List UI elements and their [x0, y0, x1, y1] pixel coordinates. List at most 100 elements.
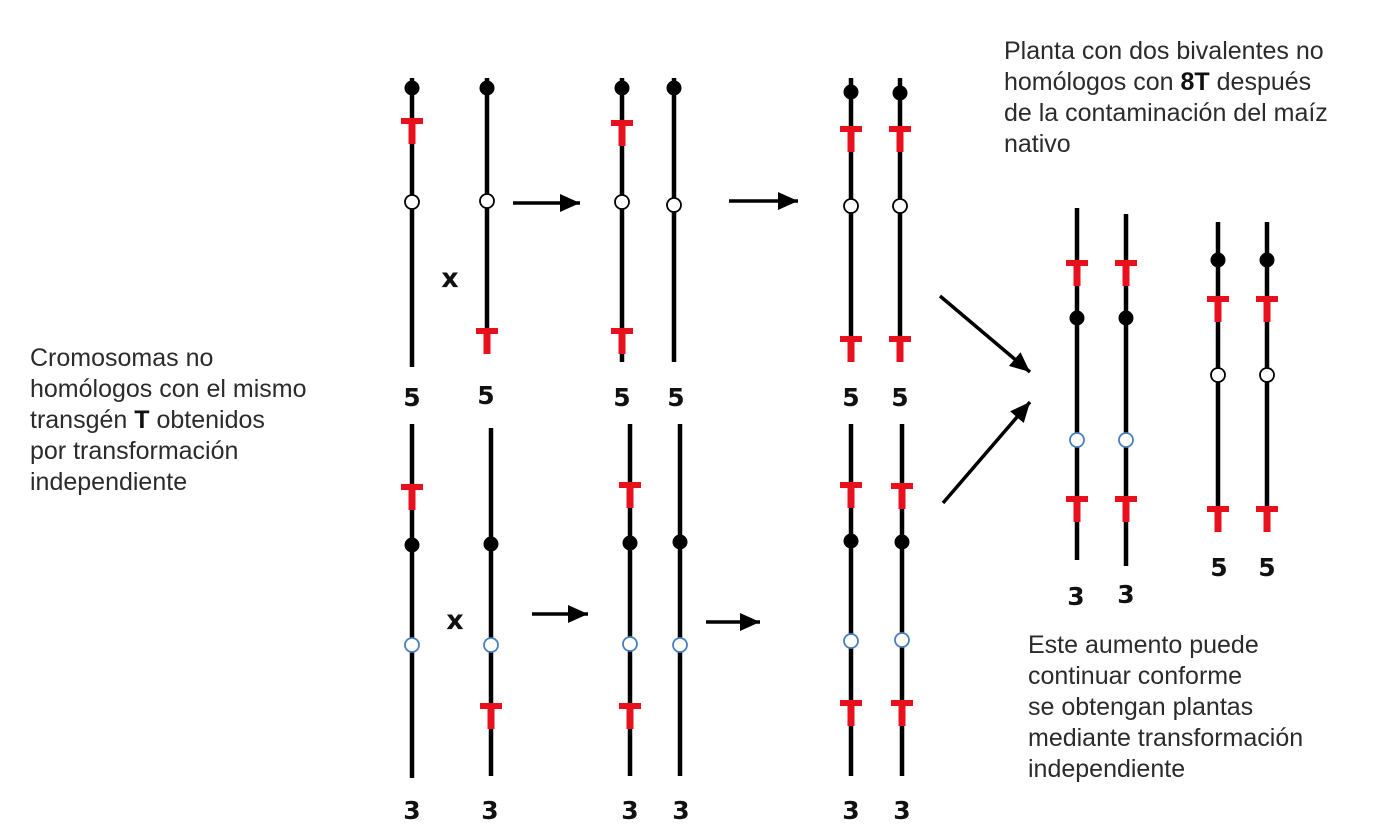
arrow-head-icon — [1008, 352, 1030, 372]
chromosome-number-label: 5 — [1210, 553, 1227, 582]
t-marker-icon — [1256, 506, 1278, 532]
text-line: por transformación — [30, 437, 239, 465]
chromosome-number-label: 3 — [481, 796, 498, 825]
t-marker-icon — [889, 336, 911, 362]
open-circle-icon — [404, 637, 420, 653]
filled-circle-icon — [479, 80, 495, 96]
chromosome-number-label: 5 — [613, 383, 630, 412]
chromosome-number-label: 3 — [672, 796, 689, 825]
t-marker-icon — [1066, 260, 1088, 286]
t-marker-icon — [611, 328, 633, 354]
filled-circle-icon — [1259, 252, 1275, 268]
open-circle-icon — [404, 194, 420, 210]
chromosome-number-label: 5 — [842, 383, 859, 412]
open-circle-icon — [892, 198, 908, 214]
chromosome-number-label: 5 — [667, 383, 684, 412]
arrow-head-icon — [560, 194, 580, 212]
text-span: obtenidos — [149, 406, 265, 434]
cross-symbol: x — [446, 605, 463, 636]
open-circle-icon — [1210, 367, 1226, 383]
t-marker-icon — [891, 483, 913, 509]
chromosome-number-label: 3 — [403, 796, 420, 825]
filled-circle-icon — [892, 85, 908, 101]
text-span: transgén — [30, 406, 135, 434]
text-line: Este aumento puede — [1028, 631, 1259, 659]
open-circle-icon — [483, 637, 499, 653]
text-line: independiente — [1028, 755, 1186, 783]
open-circle-icon — [479, 193, 495, 209]
filled-circle-icon — [1118, 310, 1134, 326]
open-circle-icon — [1259, 367, 1275, 383]
filled-circle-icon — [843, 533, 859, 549]
t-marker-icon — [480, 703, 502, 729]
t-marker-icon — [611, 120, 633, 146]
text-line: Cromosomas no — [30, 344, 214, 372]
open-circle-icon — [614, 194, 630, 210]
filled-circle-icon — [404, 80, 420, 96]
text-span: homólogos con — [1004, 68, 1181, 96]
text-line: homólogos con 8T después — [1004, 67, 1328, 98]
t-marker-icon — [476, 328, 498, 354]
filled-circle-icon — [404, 537, 420, 553]
t-marker-icon — [1256, 296, 1278, 322]
filled-circle-icon — [622, 535, 638, 551]
t-marker-icon — [619, 482, 641, 508]
open-circle-icon — [1118, 432, 1134, 448]
text-line: independiente — [30, 468, 188, 496]
text-line: Planta con dos bivalentes no — [1004, 37, 1324, 65]
text-line: transgén T obtenidos — [30, 405, 307, 436]
t-marker-icon — [840, 126, 862, 152]
t-marker-icon — [891, 700, 913, 726]
filled-circle-icon — [614, 80, 630, 96]
open-circle-icon — [1069, 432, 1085, 448]
filled-circle-icon — [1210, 252, 1226, 268]
filled-circle-icon — [666, 80, 682, 96]
filled-circle-icon — [483, 536, 499, 552]
bold-term: T — [134, 406, 150, 434]
chromosome-number-label: 3 — [893, 796, 910, 825]
t-marker-icon — [1207, 296, 1229, 322]
chromosome-number-label: 3 — [1067, 582, 1084, 611]
t-marker-icon — [1115, 260, 1137, 286]
filled-circle-icon — [672, 534, 688, 550]
filled-circle-icon — [1069, 310, 1085, 326]
text-line: homólogos con el mismo — [30, 375, 307, 403]
arrow-head-icon — [1010, 402, 1030, 424]
open-circle-icon — [672, 637, 688, 653]
filled-circle-icon — [894, 534, 910, 550]
cross-symbol: x — [441, 263, 458, 294]
chromosome-number-label: 3 — [842, 796, 859, 825]
open-circle-icon — [843, 633, 859, 649]
open-circle-icon — [622, 636, 638, 652]
chromosome-number-label: 5 — [891, 383, 908, 412]
t-marker-icon — [619, 703, 641, 729]
open-circle-icon — [894, 632, 910, 648]
chromosome-number-label: 3 — [621, 796, 638, 825]
chromosome-number-label: 5 — [477, 381, 494, 410]
t-marker-icon — [1207, 506, 1229, 532]
bold-term: 8T — [1180, 68, 1210, 96]
text-line: mediante transformación — [1028, 724, 1304, 752]
arrow-head-icon — [568, 605, 588, 623]
text-line: nativo — [1004, 130, 1071, 158]
text-line: continuar conforme — [1028, 662, 1243, 690]
arrow-head-icon — [740, 613, 760, 631]
t-marker-icon — [840, 482, 862, 508]
t-marker-icon — [401, 118, 423, 144]
t-marker-icon — [1115, 496, 1137, 522]
arrow-head-icon — [778, 192, 798, 210]
t-marker-icon — [1066, 496, 1088, 522]
t-marker-icon — [889, 126, 911, 152]
t-marker-icon — [840, 336, 862, 362]
t-marker-icon — [401, 484, 423, 510]
bottom-note: Este aumento puede continuar conforme se o… — [1028, 630, 1303, 785]
text-line: se obtengan plantas — [1028, 693, 1254, 721]
chromosome-number-label: 5 — [1258, 553, 1275, 582]
t-marker-icon — [840, 700, 862, 726]
right-arrow-icon — [941, 400, 1032, 505]
open-circle-icon — [666, 197, 682, 213]
